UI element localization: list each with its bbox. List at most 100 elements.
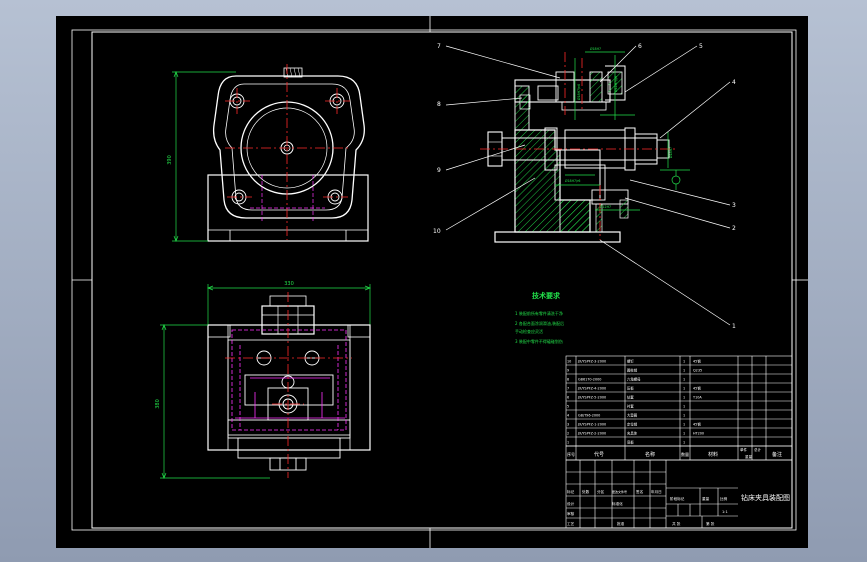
parts-row-no: 9 (567, 368, 569, 372)
parts-row-material: HT200 (693, 431, 704, 435)
parts-row-no: 2 (567, 431, 569, 435)
parts-row-name: 六角螺母 (627, 376, 641, 381)
parts-row-no: 5 (567, 404, 569, 408)
parts-row-material: 45钢 (693, 421, 701, 426)
parts-row-no: 6 (567, 395, 569, 399)
parts-row-code: GB/T96-2000 (578, 413, 600, 417)
parts-row-qty: 1 (683, 386, 685, 390)
part-label-3: 3 (732, 202, 736, 209)
front-knurl (283, 67, 303, 78)
tech-req-line-4: 3 装配中零件不得磕碰划伤 (515, 338, 563, 344)
tb-mark: 标记 (567, 489, 575, 494)
svg-text:Ø18H7: Ø18H7 (668, 147, 673, 158)
tb-sheet-no: 第 张 (706, 521, 715, 526)
parts-list-header: 序号 代号 名称 数量 材料 单件 总计 重量 备注 (567, 447, 782, 459)
front-body-outline (212, 75, 365, 219)
parts-row-name: 大垫圈 (627, 412, 638, 417)
parts-row-qty: 1 (683, 422, 685, 426)
part-label-10: 10 (433, 228, 441, 235)
parts-row-name: 钻套 (627, 394, 634, 399)
header-unit-weight: 单件 (740, 447, 748, 452)
parts-row-name: 底板 (627, 439, 634, 444)
parts-row-qty: 1 (683, 440, 685, 444)
parts-row-no: 7 (567, 386, 569, 390)
tb-signature: 签名 (636, 489, 644, 494)
drawing-sheet (56, 16, 808, 548)
svg-text:Ø12H7: Ø12H7 (600, 204, 611, 209)
parts-row-qty: 1 (683, 395, 685, 399)
parts-row-code: JX/YSPFZ-1-2000 (577, 422, 606, 426)
parts-row-code: GB6170-2000 (578, 377, 601, 381)
tb-standardization: 标准化 (612, 501, 623, 506)
part-label-9: 9 (437, 167, 441, 174)
tech-req-line-1: 1 装配前所有零件清洗干净 (515, 310, 563, 316)
header-name: 名称 (645, 451, 655, 458)
parts-row-name: 衬套 (627, 403, 634, 408)
parts-row-qty: 1 (683, 359, 685, 363)
tb-scale-value: 1:1 (722, 510, 728, 514)
tech-req-line-2: 2 各配合面涂润滑油,装配后 (515, 320, 564, 326)
parts-row-material: 45钢 (693, 385, 701, 390)
plan-view: 330 (155, 281, 371, 479)
plan-width-dim: 330 (284, 281, 294, 287)
tb-checker: 审核 (567, 511, 575, 516)
part-label-1: 1 (732, 323, 736, 330)
header-weight: 重量 (745, 454, 753, 459)
front-base (207, 174, 369, 242)
front-height-dim: 390 (167, 155, 173, 165)
parts-list (565, 355, 793, 461)
tb-change-doc: 更改文件号 (612, 489, 627, 494)
part-label-8: 8 (437, 101, 441, 108)
parts-row-qty: 1 (683, 431, 685, 435)
tb-approve: 批准 (617, 521, 625, 526)
tb-date: 年月日 (651, 489, 662, 494)
tb-zone: 分区 (597, 489, 605, 494)
tech-req-line-3: 手动检查应灵活 (515, 328, 543, 334)
parts-row-name: 螺钉 (627, 358, 634, 363)
tb-stage-mark: 阶段标记 (670, 496, 685, 501)
parts-row-qty: 1 (683, 368, 685, 372)
tb-count: 处数 (582, 489, 590, 494)
part-label-2: 2 (732, 225, 736, 232)
tb-process: 工艺 (567, 521, 575, 526)
parts-row-no: 3 (567, 422, 569, 426)
parts-row-no: 8 (567, 377, 569, 381)
header-total-weight: 总计 (754, 447, 762, 452)
parts-row-code: JX/YSPFZ-4-2000 (577, 386, 606, 390)
tb-designer: 设计 (567, 501, 575, 506)
svg-text:Ø12H7/g6: Ø12H7/g6 (613, 76, 618, 92)
tb-weight: 重量 (702, 496, 710, 501)
tech-requirements: 技术要求 1 装配前所有零件清洗干净 2 各配合面涂润滑油,装配后 手动检查应灵… (515, 291, 564, 344)
header-note: 备注 (772, 451, 782, 458)
parts-row-name: 圆柱销 (627, 367, 638, 372)
front-view: 390 (167, 64, 369, 242)
parts-row-qty: 1 (683, 377, 685, 381)
parts-row-no: 4 (567, 413, 569, 417)
title-block (565, 459, 793, 529)
part-label-4: 4 (732, 79, 736, 86)
parts-row-qty: 1 (683, 404, 685, 408)
section-view: Ø18H7 Ø12H7/g6 Ø18H7/n6 Ø18H7/r6 Ø12H7 Ø… (433, 43, 736, 330)
part-label-7: 7 (437, 43, 441, 50)
parts-row-code: JX/YSPFZ-5-2000 (577, 395, 606, 399)
header-no: 序号 (567, 451, 575, 457)
svg-text:Ø18H7/r6: Ø18H7/r6 (565, 178, 580, 183)
part-label-5: 5 (699, 43, 703, 50)
header-material: 材料 (708, 451, 718, 458)
tb-sheet-total: 共 张 (672, 521, 681, 526)
svg-text:Ø18H7: Ø18H7 (590, 46, 601, 51)
tb-scale: 比例 (720, 496, 728, 501)
header-code: 代号 (594, 451, 604, 458)
parts-row-name: 定位销 (627, 421, 638, 426)
header-qty: 数量 (681, 451, 689, 457)
parts-row-no: 1 (567, 440, 569, 444)
parts-row-code: JX/YSPFZ-3-2000 (577, 359, 606, 363)
drawing-title: 钻床夹具装配图 (741, 493, 790, 502)
plan-height-dim: 380 (155, 399, 161, 409)
parts-row-no: 10 (567, 359, 571, 363)
part-label-6: 6 (638, 43, 642, 50)
parts-row-material: T10A (692, 395, 702, 399)
